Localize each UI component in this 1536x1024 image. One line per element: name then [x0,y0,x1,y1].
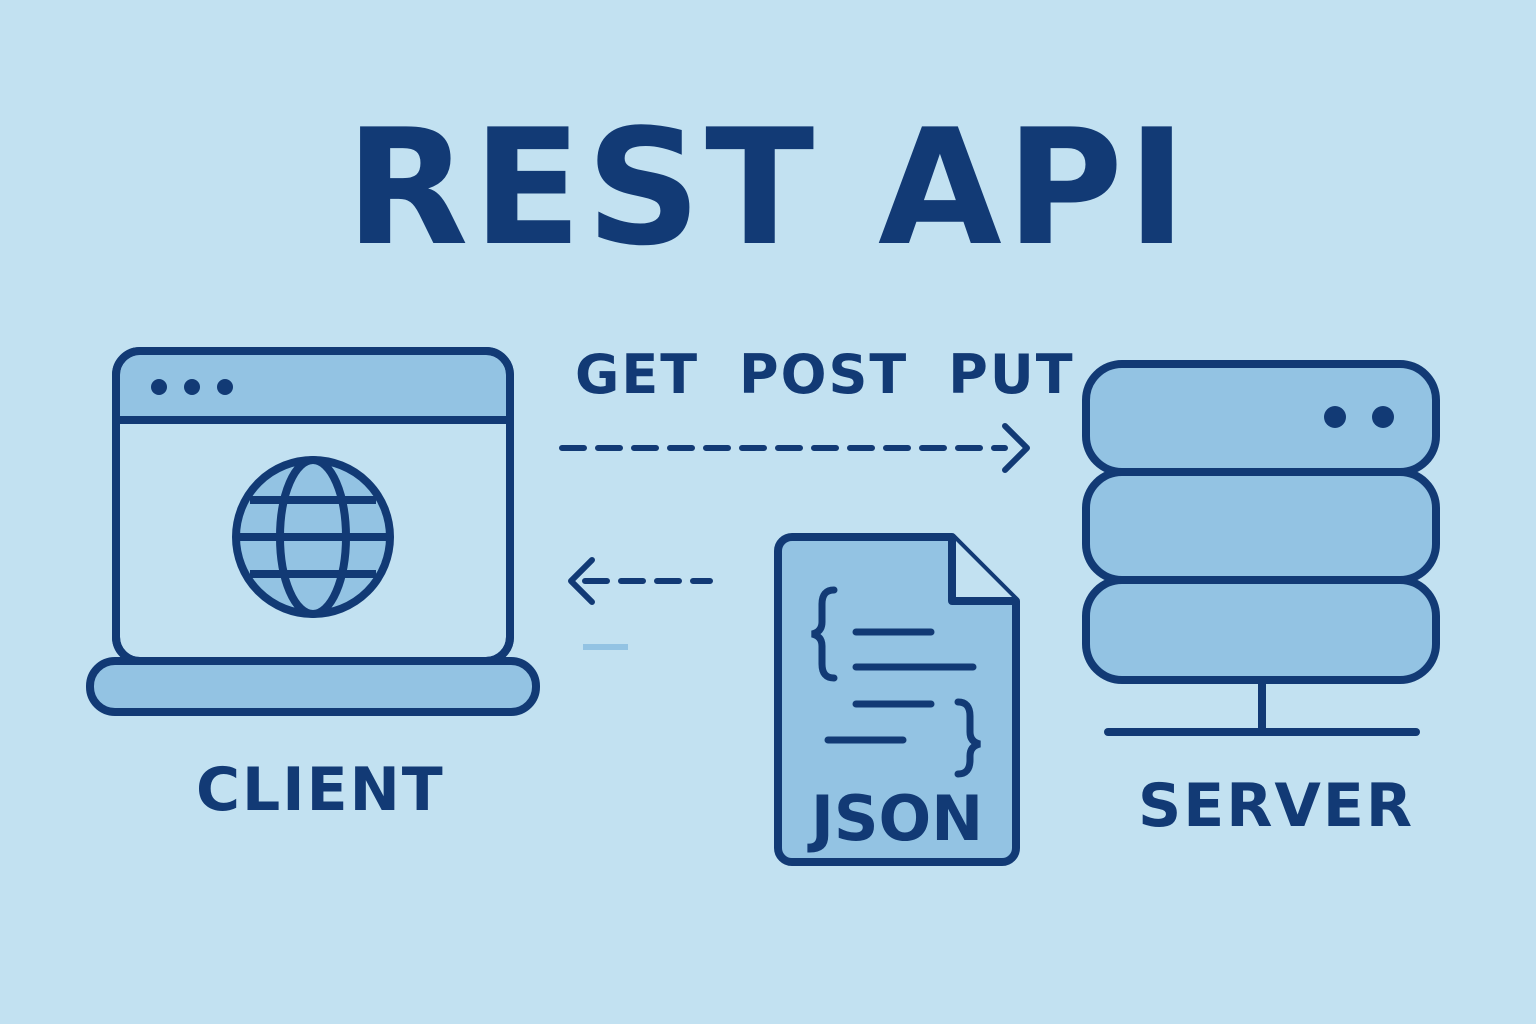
json-label: JSON [807,782,983,855]
open-brace-icon [811,586,838,682]
response-arrow [568,557,713,650]
status-light-icon [1324,406,1346,428]
close-brace-icon [954,698,981,778]
server-unit [1082,576,1440,684]
globe-icon [232,456,394,618]
request-arrow [559,423,1030,473]
window-dot-icon [151,379,167,395]
window-dot-icon [217,379,233,395]
method-get: GET [575,343,700,406]
window-dot-icon [184,379,200,395]
arrow-right-icon [1002,423,1030,473]
laptop-base [86,657,540,716]
status-light-icon [1372,406,1394,428]
client-label: CLIENT [196,755,445,825]
diagram-title: REST API [345,94,1191,281]
http-methods: GET POST PUT [575,348,1075,402]
arrow-left-icon [568,557,595,605]
server-unit [1082,468,1440,584]
method-post: POST [739,343,909,406]
method-put: PUT [948,343,1075,406]
json-document-icon: JSON [774,533,1020,866]
server-label: SERVER [1138,771,1415,841]
server-icon [1082,360,1440,736]
